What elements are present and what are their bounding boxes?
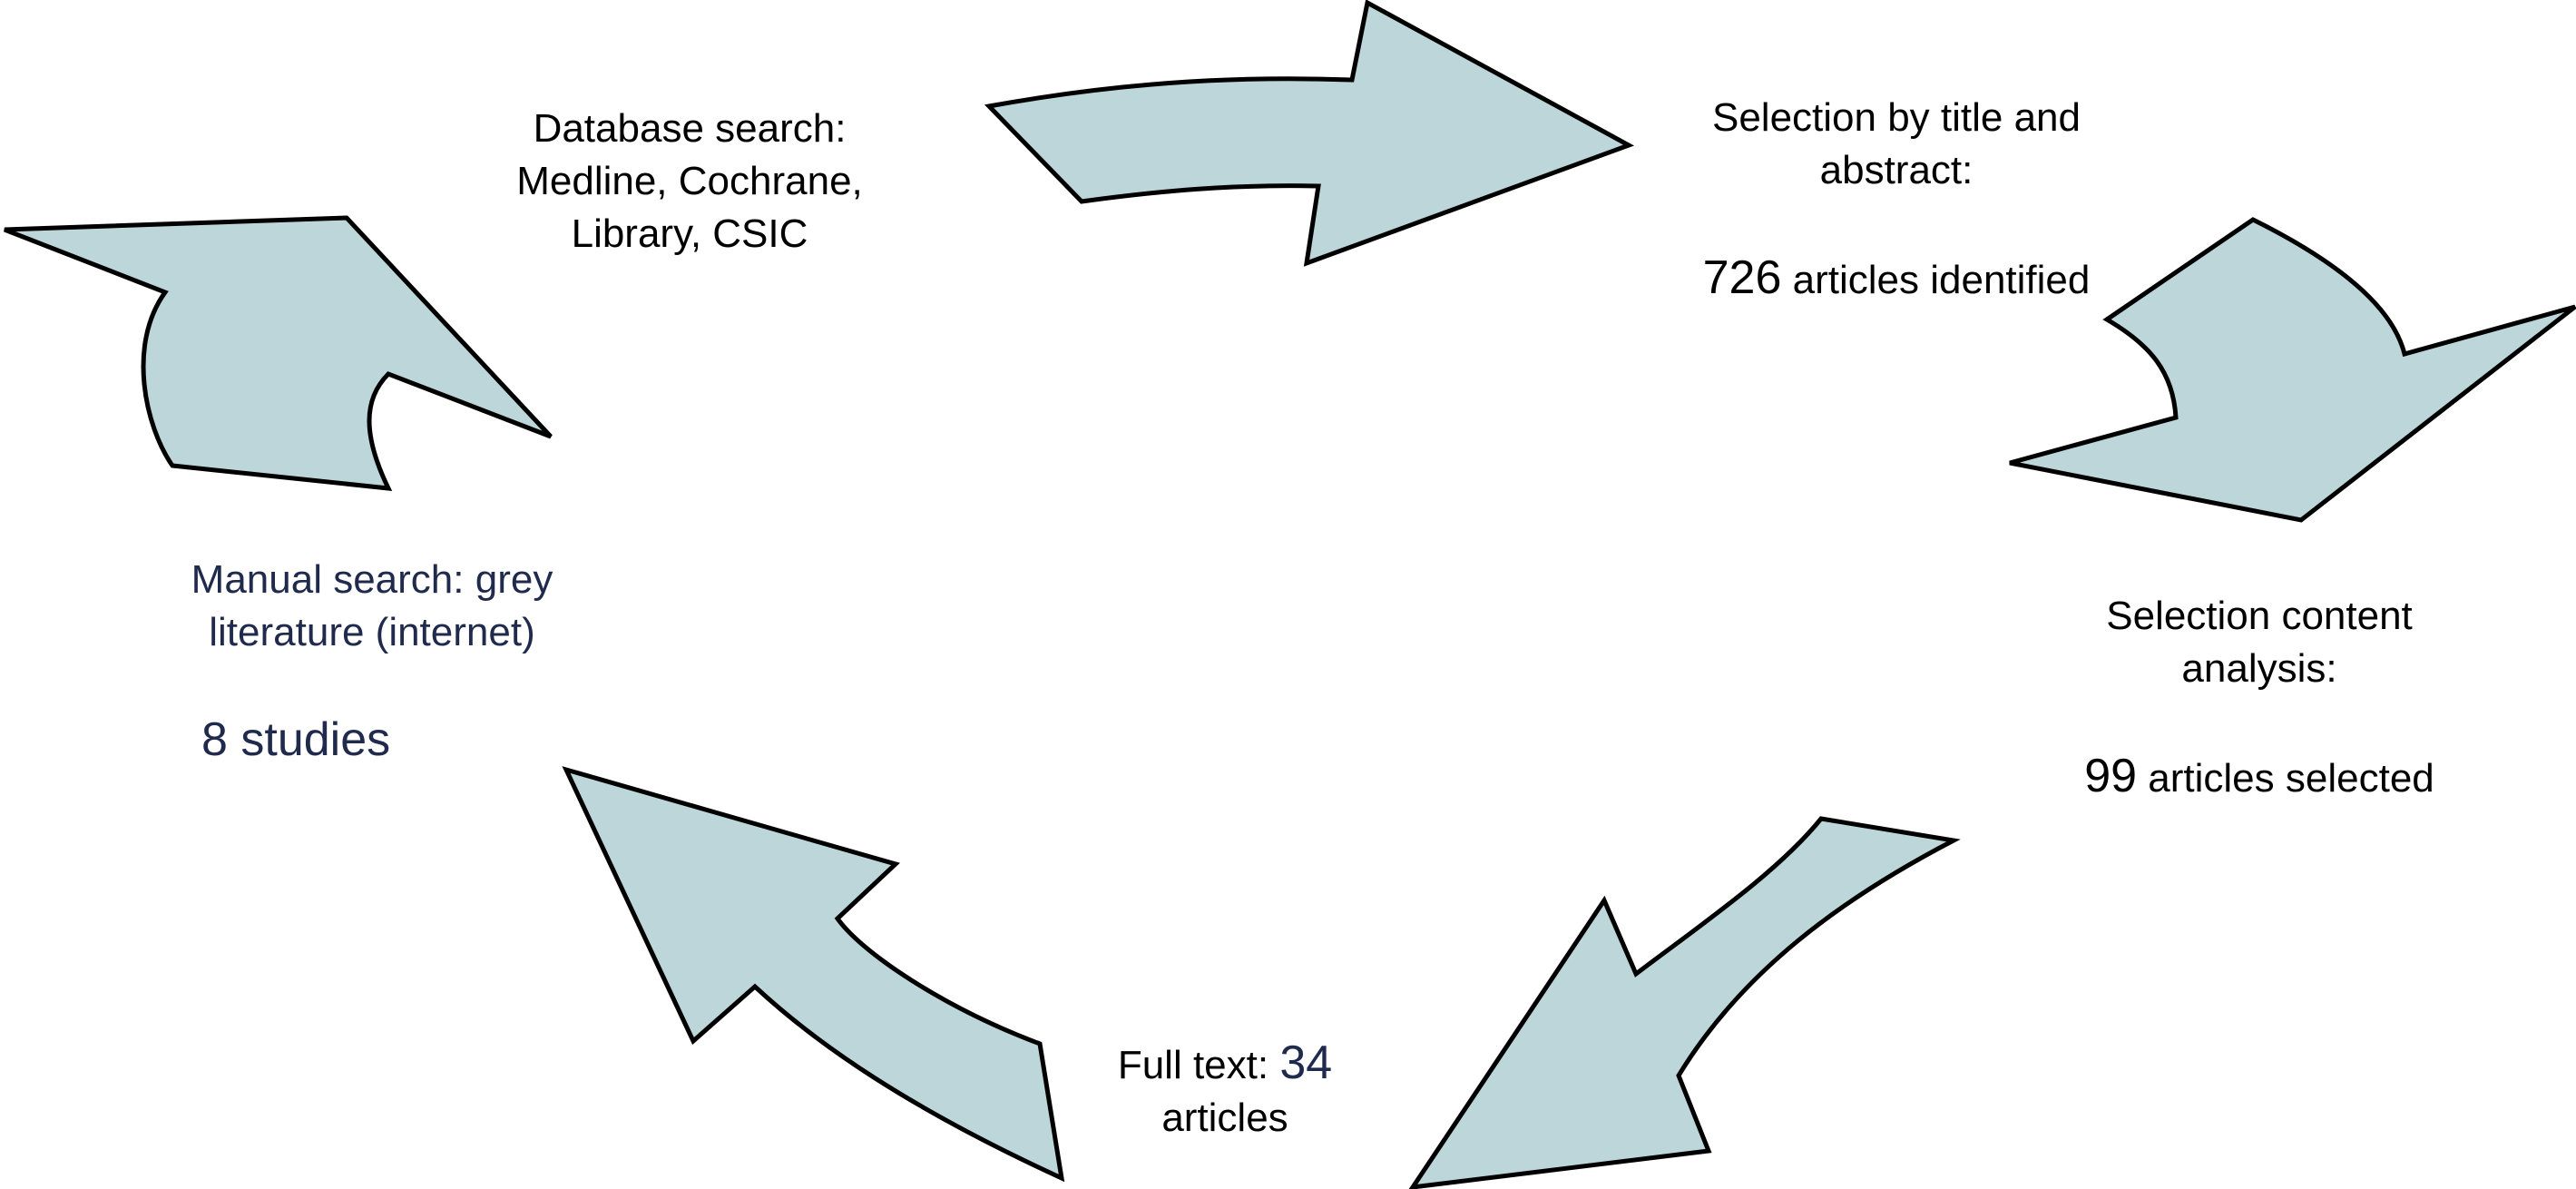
manual-search-count: 8 studies [201, 713, 391, 766]
content-analysis-count-line: 99 articles selected [1996, 750, 2522, 805]
title-abstract-line-2: abstract: [1819, 148, 1974, 192]
step-content-analysis: Selection content analysis: 99 articles … [1996, 590, 2522, 805]
arrow-content-to-fulltext [1408, 816, 1961, 1189]
full-text-prefix: Full text: [1117, 1043, 1280, 1087]
content-analysis-line-2: analysis: [2181, 646, 2337, 691]
arrow-manual-to-database [4, 215, 553, 491]
database-search-line-1: Database search: [533, 106, 847, 151]
step-manual-search: Manual search: grey literature (internet… [118, 554, 626, 766]
step-database-search: Database search: Medline, Cochrane, Libr… [436, 103, 944, 260]
content-analysis-count: 99 [2084, 750, 2138, 802]
arrow-database-to-title [984, 0, 1635, 267]
full-text-count: 34 [1279, 1037, 1333, 1089]
step-title-abstract: Selection by title and abstract: 726 art… [1633, 92, 2160, 307]
title-abstract-count-text: articles identified [1781, 258, 2091, 302]
manual-search-line-1: Manual search: grey [191, 557, 553, 602]
full-text-suffix: articles [1161, 1096, 1288, 1140]
content-analysis-line-1: Selection content [2106, 594, 2413, 638]
arrow-fulltext-to-manual [562, 766, 1065, 1183]
title-abstract-count: 726 [1702, 251, 1782, 304]
full-text-line-1: Full text: 34 [1043, 1037, 1406, 1092]
manual-search-line-2: literature (internet) [209, 610, 535, 654]
title-abstract-line-1: Selection by title and [1711, 95, 2081, 140]
database-search-line-3: Library, CSIC [571, 211, 808, 256]
arrow-title-to-content [2009, 217, 2576, 523]
title-abstract-count-line: 726 articles identified [1633, 251, 2160, 307]
database-search-line-2: Medline, Cochrane, [516, 159, 863, 203]
step-full-text: Full text: 34 articles [1043, 1037, 1406, 1145]
content-analysis-count-text: articles selected [2137, 756, 2434, 801]
